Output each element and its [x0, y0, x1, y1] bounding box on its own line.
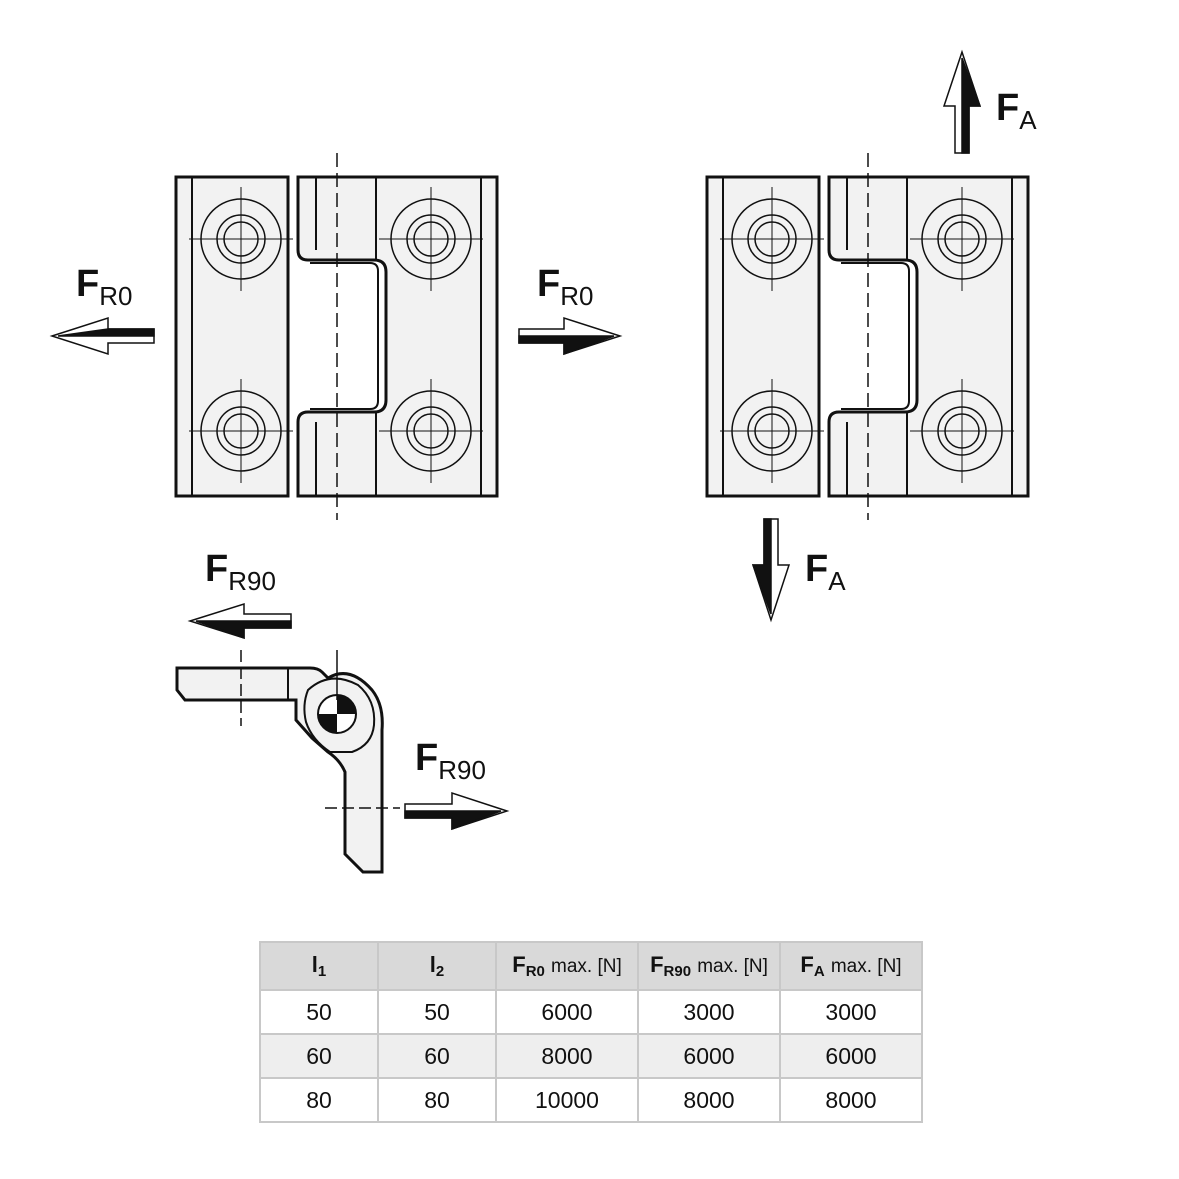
fr0-right-label: FR0 — [537, 263, 593, 311]
fr0-right-arrow-icon — [518, 316, 623, 356]
hinge-side-view-90 — [175, 650, 400, 874]
fa-up-arrow-icon — [942, 49, 982, 154]
header-l1: l1 — [259, 941, 379, 991]
table-cell: 60 — [259, 1033, 379, 1079]
fa-bottom-label: FA — [805, 548, 846, 596]
table-cell: 8000 — [495, 1033, 639, 1079]
fa-top-label: FA — [996, 87, 1037, 135]
table-cell: 80 — [259, 1077, 379, 1123]
hinge-front-view-axial — [705, 151, 1030, 522]
table-row: 50 50 6000 3000 3000 — [259, 989, 923, 1035]
header-fr0: FR0 max. [N] — [495, 941, 639, 991]
hinge-load-diagram: FR0 FR0 FA FA FR90 FR90 — [49, 49, 1037, 874]
table-row: 60 60 8000 6000 6000 — [259, 1033, 923, 1079]
table-cell: 8000 — [779, 1077, 923, 1123]
fr0-left-label: FR0 — [76, 263, 132, 311]
fr0-left-arrow-icon — [49, 316, 155, 356]
table-cell: 50 — [377, 989, 497, 1035]
hinge-front-view-radial — [174, 151, 499, 522]
header-l2: l2 — [377, 941, 497, 991]
fr90-left-arrow-icon — [187, 602, 292, 640]
fa-down-arrow-icon — [751, 518, 791, 623]
table-cell: 10000 — [495, 1077, 639, 1123]
header-fa: FA max. [N] — [779, 941, 923, 991]
table-cell: 8000 — [637, 1077, 781, 1123]
fr90-right-arrow-icon — [404, 791, 510, 831]
table-cell: 50 — [259, 989, 379, 1035]
table-cell: 3000 — [637, 989, 781, 1035]
table-cell: 60 — [377, 1033, 497, 1079]
header-fr90: FR90 max. [N] — [637, 941, 781, 991]
table-cell: 3000 — [779, 989, 923, 1035]
table-header-row: l1 l2 FR0 max. [N] FR90 max. [N] FA max.… — [259, 941, 923, 991]
table-cell: 6000 — [637, 1033, 781, 1079]
table-cell: 6000 — [779, 1033, 923, 1079]
fr90-bottom-label: FR90 — [415, 737, 486, 785]
load-table: l1 l2 FR0 max. [N] FR90 max. [N] FA max.… — [259, 941, 923, 1123]
table-row: 80 80 10000 8000 8000 — [259, 1077, 923, 1123]
table-cell: 80 — [377, 1077, 497, 1123]
table-cell: 6000 — [495, 989, 639, 1035]
fr90-top-label: FR90 — [205, 548, 276, 596]
